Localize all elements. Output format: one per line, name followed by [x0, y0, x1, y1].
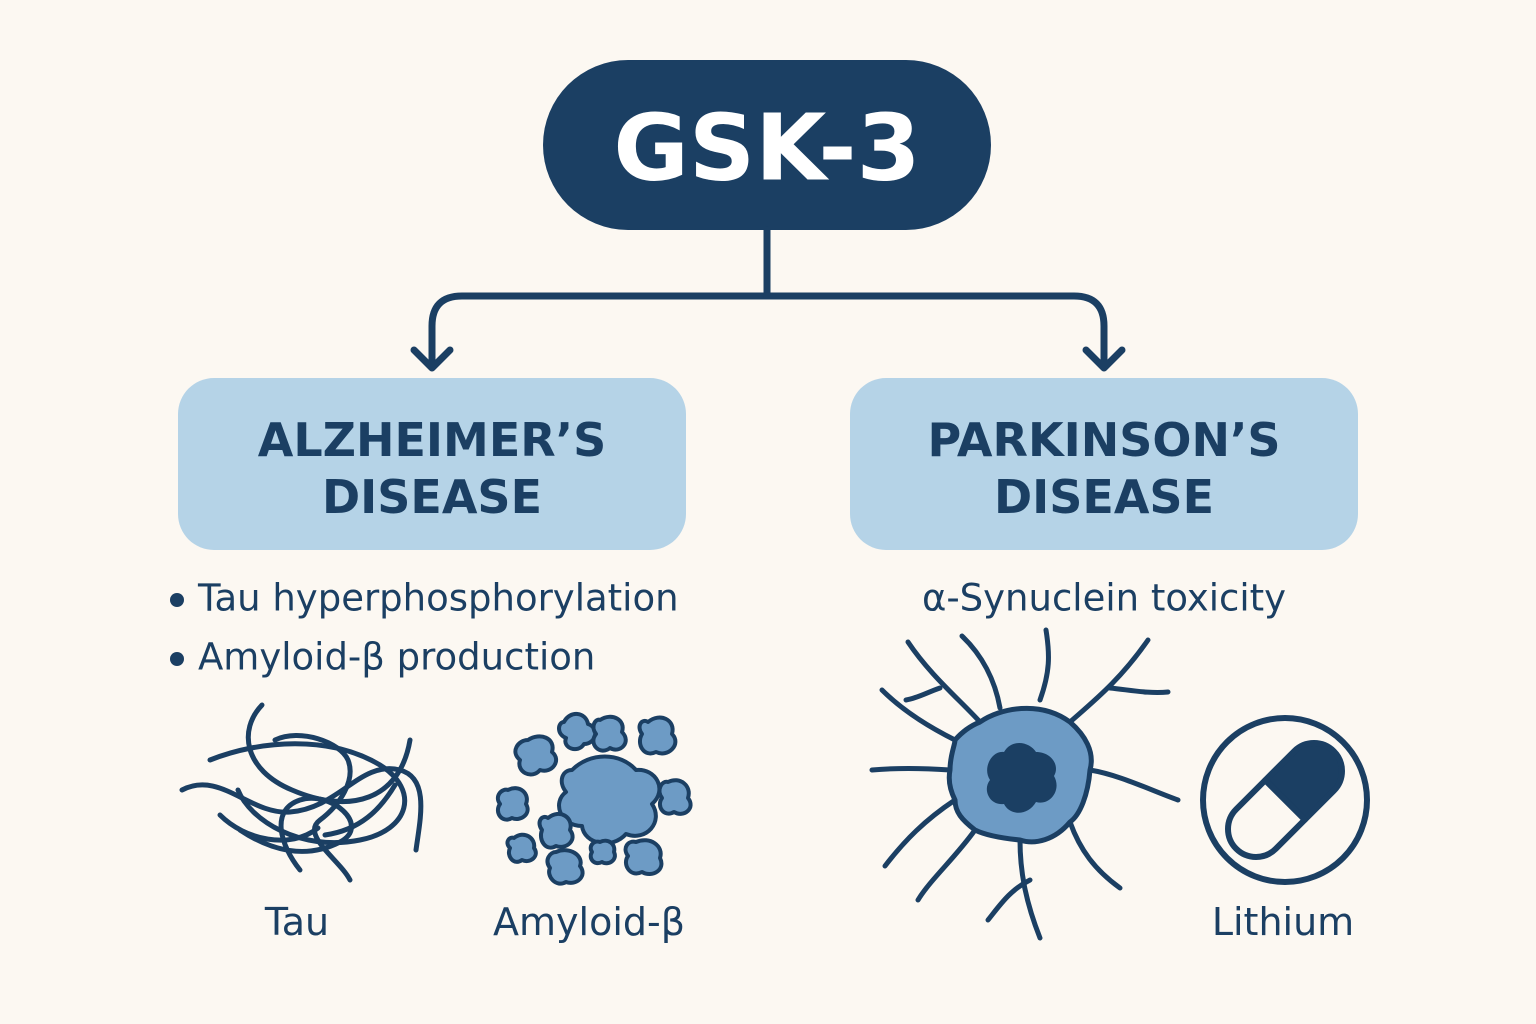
- amyloid-label: Amyloid-β: [493, 900, 685, 944]
- connector-left: [428, 292, 771, 366]
- arrowhead-right-icon: [1082, 346, 1126, 372]
- bullet-dot-icon: [170, 652, 184, 666]
- parkinsons-title-line2: DISEASE: [994, 470, 1214, 524]
- tangled-fibrils-icon: [179, 702, 424, 883]
- alzheimers-title-line2: DISEASE: [322, 470, 542, 524]
- bullet-dot-icon: [170, 593, 184, 607]
- root-node: GSK-3: [543, 60, 991, 230]
- bullet-item: Amyloid-β production: [198, 636, 595, 679]
- bullet-item: Tau hyperphosphorylation: [197, 577, 679, 620]
- connector-lines: [410, 226, 1126, 372]
- capsule-icon: [1200, 715, 1370, 885]
- tau-label: Tau: [264, 900, 329, 944]
- alzheimers-title-line1: ALZHEIMER’S: [258, 413, 607, 467]
- root-title: GSK-3: [613, 95, 920, 202]
- parkinsons-box: PARKINSON’S DISEASE: [850, 378, 1358, 550]
- neuron-icon: [869, 627, 1181, 941]
- alzheimers-bullets: Tau hyperphosphorylation Amyloid-β produ…: [170, 577, 679, 679]
- alzheimers-box: ALZHEIMER’S DISEASE: [178, 378, 686, 550]
- lithium-label: Lithium: [1212, 900, 1354, 944]
- parkinsons-subtitle: α-Synuclein toxicity: [922, 577, 1286, 620]
- amyloid-clusters-icon: [495, 712, 693, 886]
- parkinsons-title-line1: PARKINSON’S: [927, 413, 1280, 467]
- connector-right: [763, 292, 1108, 366]
- arrowhead-left-icon: [410, 346, 454, 372]
